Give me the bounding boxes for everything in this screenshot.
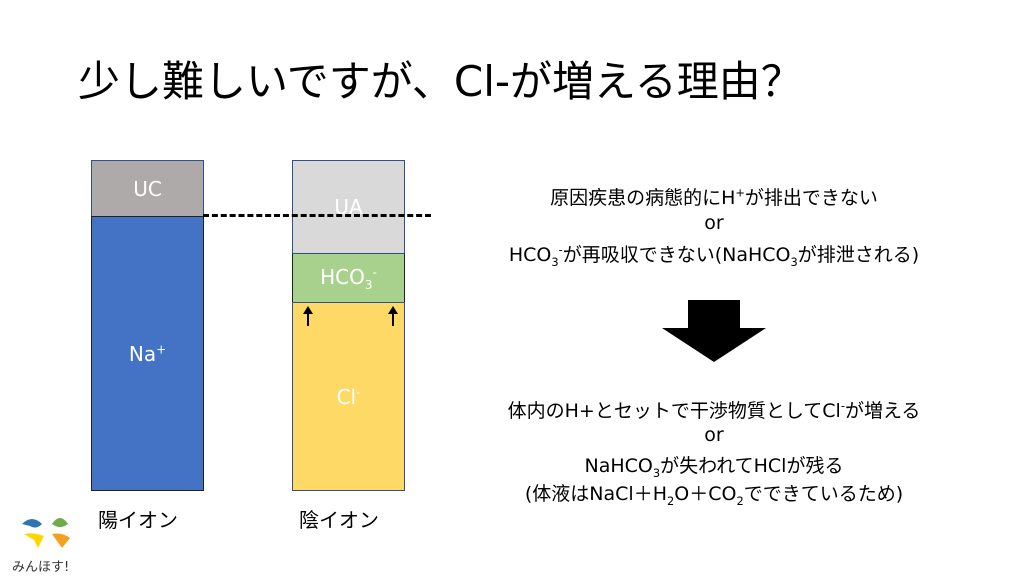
cl-block: Cl- — [292, 302, 405, 491]
or-1: or — [704, 212, 724, 234]
cause-line-2: HCO3-が再吸収できない(NaHCO3が排泄される) — [508, 242, 920, 269]
down-arrow-icon — [662, 300, 766, 362]
cause-line-1: 原因疾患の病態的にH+が排出できない — [550, 185, 878, 209]
cl-label: Cl- — [336, 384, 361, 409]
result-line-3: (体液はNaCl＋H2O＋CO2でできているため) — [524, 483, 904, 508]
or-2: or — [704, 424, 724, 446]
logo-text: みんほす! — [12, 560, 70, 575]
uc-label: UC — [133, 176, 162, 201]
hco3-label: HCO3- — [320, 264, 377, 292]
na-label: Na+ — [128, 341, 167, 366]
logo-mark-icon — [22, 518, 70, 548]
na-block: Na+ — [91, 216, 204, 491]
logo: みんほす! — [12, 510, 82, 575]
up-arrow-icon — [388, 306, 398, 326]
anion-label: 陰イオン — [299, 508, 379, 532]
result-line-1: 体内のH+とセットで干渉物質としてCl-が増える — [507, 398, 921, 422]
hco3-block: HCO3- — [292, 253, 405, 303]
up-arrow-icon — [303, 306, 313, 326]
slide-title: 少し難しいですが、Cl-が増える理由？ — [78, 57, 803, 106]
uc-block: UC — [91, 160, 204, 217]
dashed-line — [203, 214, 431, 217]
cation-label: 陽イオン — [98, 508, 178, 532]
result-line-2: NaHCO3が失われてHClが残る — [584, 455, 844, 480]
ua-block: UA — [292, 160, 405, 254]
